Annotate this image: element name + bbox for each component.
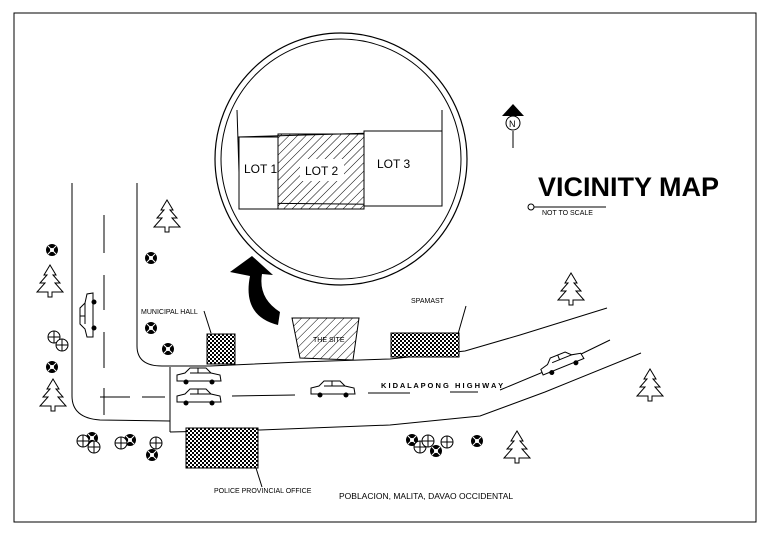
lot-1-label: LOT 1 bbox=[244, 162, 277, 176]
lot-3-label: LOT 3 bbox=[377, 157, 410, 171]
svg-text:N: N bbox=[509, 119, 516, 129]
site-parcel bbox=[291, 317, 360, 361]
municipal-hall-label: MUNICIPAL HALL bbox=[141, 309, 198, 316]
spamast-label: SPAMAST bbox=[411, 298, 445, 305]
spamast-building bbox=[390, 332, 460, 358]
lot-3-parcel bbox=[363, 130, 443, 207]
site-label: THE SITE bbox=[313, 337, 345, 344]
municipal-hall-building bbox=[206, 333, 236, 365]
zoom-arrow-icon bbox=[230, 256, 280, 325]
lot-2-label: LOT 2 bbox=[305, 164, 338, 178]
map-title: VICINITY MAP bbox=[538, 172, 719, 202]
police-office-label: POLICE PROVINCIAL OFFICE bbox=[214, 488, 312, 495]
north-arrow-icon: N bbox=[502, 104, 524, 148]
location-label: POBLACION, MALITA, DAVAO OCCIDENTAL bbox=[339, 491, 513, 501]
highway-label: K I D A L A P O N G H I G H W A Y bbox=[381, 381, 503, 390]
svg-text:NOT TO SCALE: NOT TO SCALE bbox=[542, 210, 593, 217]
police-office-building bbox=[185, 427, 259, 469]
scale-note: NOT TO SCALE bbox=[527, 203, 606, 217]
map-border bbox=[13, 12, 757, 523]
inset-zoom: LOT 1 LOT 2 LOT 3 bbox=[214, 32, 468, 286]
